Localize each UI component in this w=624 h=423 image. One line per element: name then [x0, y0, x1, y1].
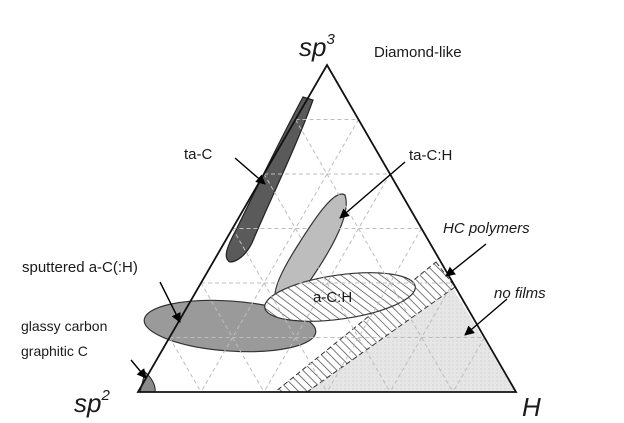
hc-polymers-arrow — [445, 243, 487, 277]
diamond-like-label: Diamond-like — [374, 44, 462, 61]
sputtered-arrow — [159, 281, 181, 323]
graphitic-c-label: graphitic C — [21, 343, 88, 359]
grid-line-right — [326, 228, 422, 393]
grid-line-right — [200, 119, 359, 393]
a-c-h-label: a-C:H — [313, 289, 352, 306]
ta-c-h-label: ta-C:H — [409, 147, 452, 164]
no-films-label: no films — [494, 285, 546, 302]
a-c-h-region — [264, 272, 416, 322]
grid-line-left — [232, 228, 328, 393]
glassy-carbon-arrow — [130, 359, 147, 379]
ta-c-label: ta-C — [184, 146, 213, 163]
ta-c-arrow — [234, 157, 266, 185]
hc-polymers-label: HC polymers — [443, 220, 530, 237]
ta-c-h-arrow — [339, 161, 406, 219]
grid-line-right — [452, 337, 485, 393]
grid-line-left — [295, 119, 454, 393]
vertex-h-label: H — [522, 392, 541, 422]
sputtered-label: sputtered a-C(:H) — [22, 259, 138, 276]
vertex-sp3-label: sp3 — [299, 31, 335, 62]
glassy-carbon-label: glassy carbon — [21, 318, 107, 334]
no-films-arrow — [464, 298, 508, 336]
grid-line-left — [169, 337, 202, 393]
vertex-sp2-label: sp2 — [74, 387, 110, 418]
ternary-triangle-outline — [136, 63, 518, 393]
ternary-grid — [169, 119, 485, 393]
